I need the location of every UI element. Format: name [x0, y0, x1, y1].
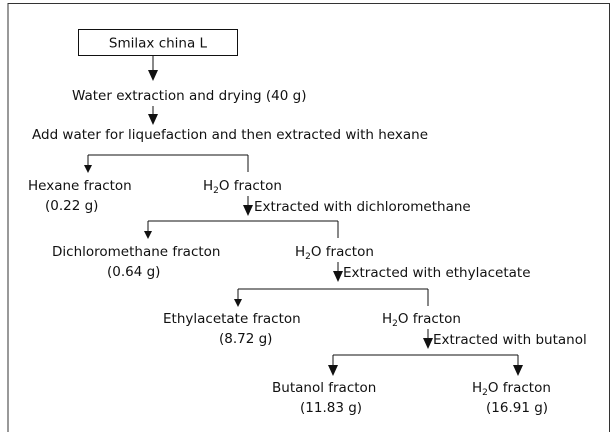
dichloromethane-fraction-amount: (0.64 g) [107, 264, 160, 280]
step-dichloromethane-extraction: Extracted with dichloromethane [254, 199, 471, 215]
split-1-left-head [84, 165, 92, 173]
step-ethylacetate-extraction: Extracted with ethylacetate [343, 265, 531, 281]
water-fraction-final: H2O fracton [472, 380, 551, 398]
arrow-1-head [148, 70, 158, 81]
split-3-left-head [234, 299, 242, 307]
hexane-fraction-amount: (0.22 g) [45, 198, 98, 214]
step-hexane-extraction: Add water for liquefaction and then extr… [32, 127, 428, 143]
arrow-2-head [148, 114, 158, 125]
source-box [78, 29, 238, 56]
butanol-fraction-name: Butanol fracton [272, 380, 376, 396]
water-fraction-3: H2O fracton [382, 311, 461, 329]
butanol-fraction-amount: (11.83 g) [300, 400, 362, 416]
split-2-left-head [144, 231, 152, 239]
figure-frame [7, 3, 610, 432]
hexane-fraction-name: Hexane fracton [28, 178, 132, 194]
arrow-4-head [333, 271, 343, 282]
ethylacetate-fraction-name: Ethylacetate fracton [163, 311, 301, 327]
water-fraction-final-amount: (16.91 g) [486, 400, 548, 416]
step-butanol-extraction: Extracted with butanol [433, 332, 587, 348]
water-fraction-1: H2O fracton [203, 178, 282, 196]
split-4-right-head [513, 365, 523, 376]
arrow-5-head [423, 338, 433, 349]
arrow-3-head [243, 205, 253, 216]
ethylacetate-fraction-amount: (8.72 g) [219, 331, 272, 347]
split-4-left-head [328, 365, 338, 376]
water-fraction-2: H2O fracton [295, 244, 374, 262]
source-label: Smilax china L [109, 36, 208, 52]
step-water-extraction: Water extraction and drying (40 g) [72, 88, 306, 104]
dichloromethane-fraction-name: Dichloromethane fracton [52, 244, 221, 260]
